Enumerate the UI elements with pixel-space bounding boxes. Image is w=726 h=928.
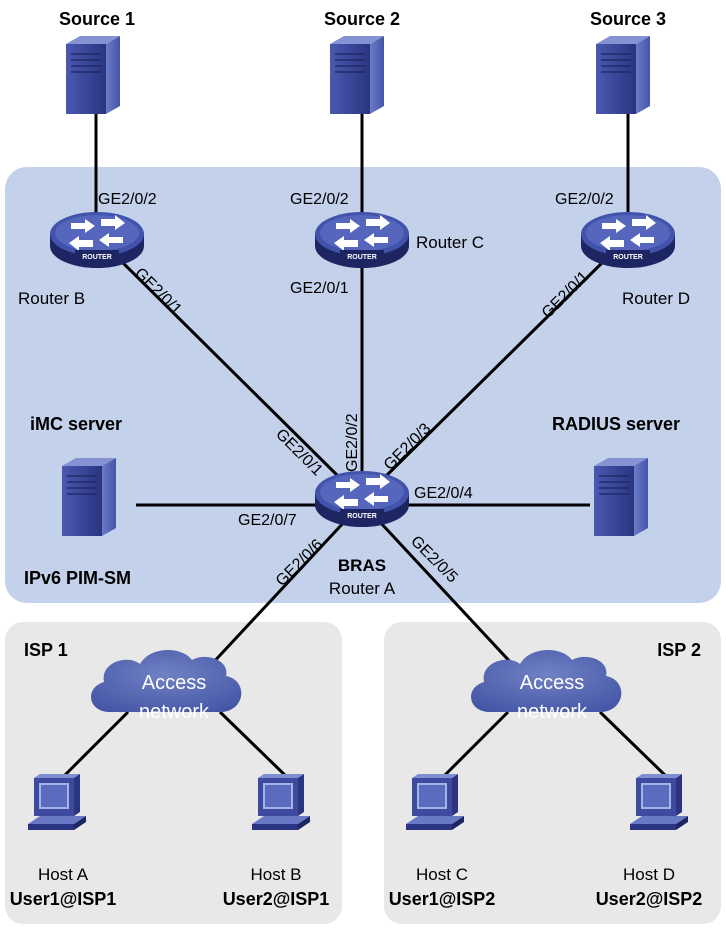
network-links [58,100,672,782]
if-b-ge2-0-2: GE2/0/2 [98,191,157,208]
host-a-name: Host A [38,865,89,884]
router-d-label: Router D [622,289,690,308]
router-a-badge: ROUTER [347,513,377,520]
router-b-icon: ROUTER [50,212,144,268]
radius-server-label: RADIUS server [552,414,680,434]
isp2-label: ISP 2 [657,640,701,660]
host-c-user: User1@ISP2 [389,889,496,909]
source-2-server-icon [329,35,385,115]
router-d-badge: ROUTER [613,254,643,261]
isp1-label: ISP 1 [24,640,68,660]
router-d-icon: ROUTER [581,212,675,268]
if-a-ge2-0-7: GE2/0/7 [238,512,297,529]
cloud1-line1: Access [142,672,206,694]
host-d-pc-icon [630,774,688,830]
host-b-name: Host B [250,865,301,884]
if-d-ge2-0-2: GE2/0/2 [555,191,614,208]
source-3-server-icon [595,35,651,115]
access-network-cloud-icon-isp2 [471,649,622,712]
isp2-region [384,622,721,924]
link-routerb-routera [113,253,342,480]
link-cloud2-hostc [438,710,510,782]
source-2-label: Source 2 [324,9,400,29]
isp1-region [5,622,342,924]
host-b-user: User2@ISP1 [223,889,330,909]
cloud2-line1: Access [520,672,584,694]
cloud1-line2: network [139,701,210,723]
router-b-label: Router B [18,289,85,308]
protocol-label: IPv6 PIM-SM [24,568,131,588]
link-routera-isp2 [376,518,516,668]
host-c-name: Host C [416,865,468,884]
if-a-ge2-0-4: GE2/0/4 [414,485,473,502]
if-c-ge2-0-1: GE2/0/1 [290,280,349,297]
radius-server-icon [593,457,649,537]
imc-server-label: iMC server [30,414,122,434]
if-a-ge2-0-2: GE2/0/2 [344,413,361,472]
link-cloud2-hostd [598,710,672,782]
link-cloud1-hostb [218,710,292,782]
host-d-user: User2@ISP2 [596,889,703,909]
access-network-cloud-icon-isp1 [91,649,242,712]
host-a-pc-icon [28,774,86,830]
router-b-badge: ROUTER [82,254,112,261]
source-3-label: Source 3 [590,9,666,29]
router-c-label: Router C [416,233,484,252]
router-c-badge: ROUTER [347,254,377,261]
host-c-pc-icon [406,774,464,830]
host-d-name: Host D [623,865,675,884]
link-cloud1-hosta [58,710,130,782]
cloud2-line2: network [517,701,588,723]
router-c-icon: ROUTER [315,212,409,268]
imc-server-icon [61,457,117,537]
bras-label: BRAS [338,556,386,575]
source-1-server-icon [65,35,121,115]
host-a-user: User1@ISP1 [10,889,117,909]
source-1-label: Source 1 [59,9,135,29]
host-b-pc-icon [252,774,310,830]
if-c-ge2-0-2: GE2/0/2 [290,191,349,208]
router-a-label: Router A [329,579,396,598]
router-a-icon: ROUTER [315,471,409,527]
link-routerd-routera [382,253,612,480]
link-routera-isp1 [208,518,348,668]
